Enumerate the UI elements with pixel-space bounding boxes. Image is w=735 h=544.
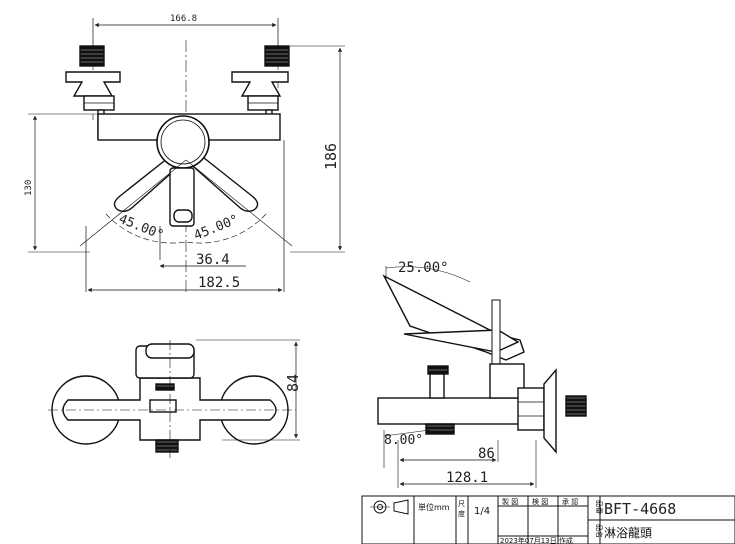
scale-value: 1/4 bbox=[474, 506, 490, 517]
dim-top-width: 166.8 bbox=[170, 14, 197, 24]
left-inlet-thread bbox=[79, 45, 105, 67]
unit-label: 単位mm bbox=[418, 502, 450, 512]
title-block bbox=[361, 495, 735, 544]
cartridge-circle bbox=[156, 115, 210, 169]
dim-spout-angle: 8.00° bbox=[384, 433, 423, 448]
dim-depth-inner: 86 bbox=[478, 446, 495, 462]
part-name: 淋浴龍頭 bbox=[604, 525, 652, 540]
dim-overall-width: 182.5 bbox=[198, 275, 240, 291]
dim-lever-angle: 25.00° bbox=[398, 260, 449, 276]
dim-depth-total: 128.1 bbox=[446, 470, 488, 486]
right-escutcheon bbox=[231, 71, 289, 97]
dim-spout-offset: 36.4 bbox=[196, 252, 230, 268]
part-name-label: 品名 bbox=[595, 524, 604, 538]
col-approve: 承 認 bbox=[562, 497, 578, 506]
scale-label-2: 度 bbox=[458, 509, 465, 518]
side-body bbox=[377, 397, 529, 425]
part-no-label: 品番 bbox=[595, 500, 603, 514]
lever-left bbox=[113, 149, 187, 213]
dim-height-body: 130 bbox=[24, 180, 34, 196]
col-check: 検 図 bbox=[532, 497, 548, 506]
lever-right bbox=[185, 149, 259, 213]
dim-angle-left: 45.00° bbox=[117, 212, 166, 244]
right-inlet-thread bbox=[264, 45, 290, 67]
side-inlet-thread bbox=[565, 395, 587, 417]
scale-label-1: 尺 bbox=[458, 500, 465, 508]
left-escutcheon bbox=[65, 71, 121, 97]
part-number: BFT-4668 bbox=[604, 500, 676, 518]
projection-symbol-icon bbox=[370, 499, 409, 515]
drawing-date: 2023年07月13日 作成 bbox=[500, 536, 573, 544]
front-view bbox=[28, 18, 345, 293]
dim-height-total: 186 bbox=[322, 143, 340, 170]
dim-angle-right: 45.00° bbox=[192, 212, 241, 244]
col-make: 製 図 bbox=[502, 497, 518, 506]
side-view bbox=[377, 266, 587, 488]
dim-top-view-height: 84 bbox=[284, 374, 302, 392]
top-view bbox=[48, 339, 300, 460]
